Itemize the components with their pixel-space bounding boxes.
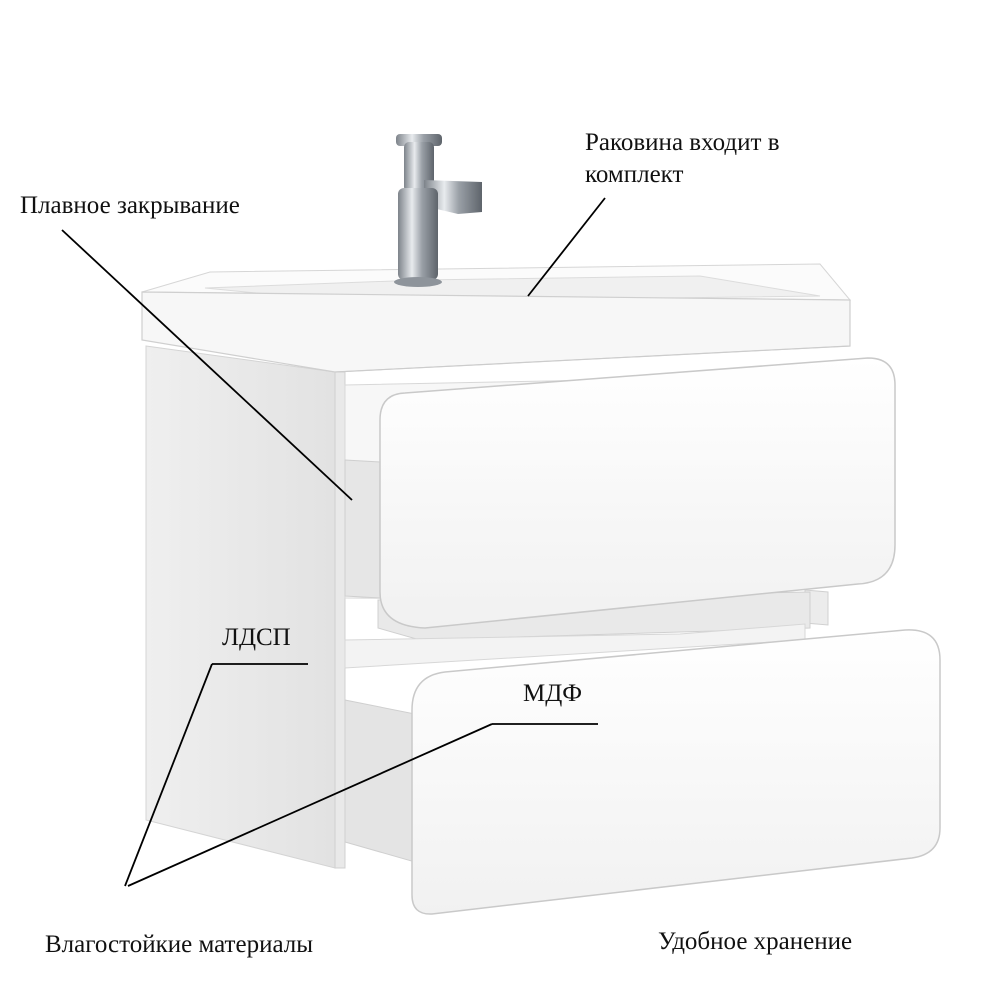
leader-soft-close	[61, 229, 353, 501]
moisture-resistant-label: Влагостойкие материалы	[45, 931, 314, 958]
faucet-icon	[394, 134, 482, 287]
cabinet-side-panel	[145, 345, 336, 869]
soft-close-label: Плавное закрывание	[20, 192, 240, 219]
lower-drawer	[344, 623, 941, 915]
leader-lines	[61, 197, 606, 887]
sink-label-line2: комплект	[585, 161, 684, 188]
sink-included-label: Раковина входит в комплект	[585, 127, 780, 191]
upper-drawer	[344, 357, 896, 641]
sink-label-line1: Раковина входит в	[585, 129, 780, 156]
leader-ldsp	[124, 663, 213, 887]
storage-label: Удобное хранение	[658, 928, 853, 955]
leader-mdf	[127, 723, 493, 887]
ldsp-label: ЛДСП	[222, 624, 291, 651]
leader-sink	[527, 197, 606, 297]
mdf-label: МДФ	[523, 680, 583, 707]
